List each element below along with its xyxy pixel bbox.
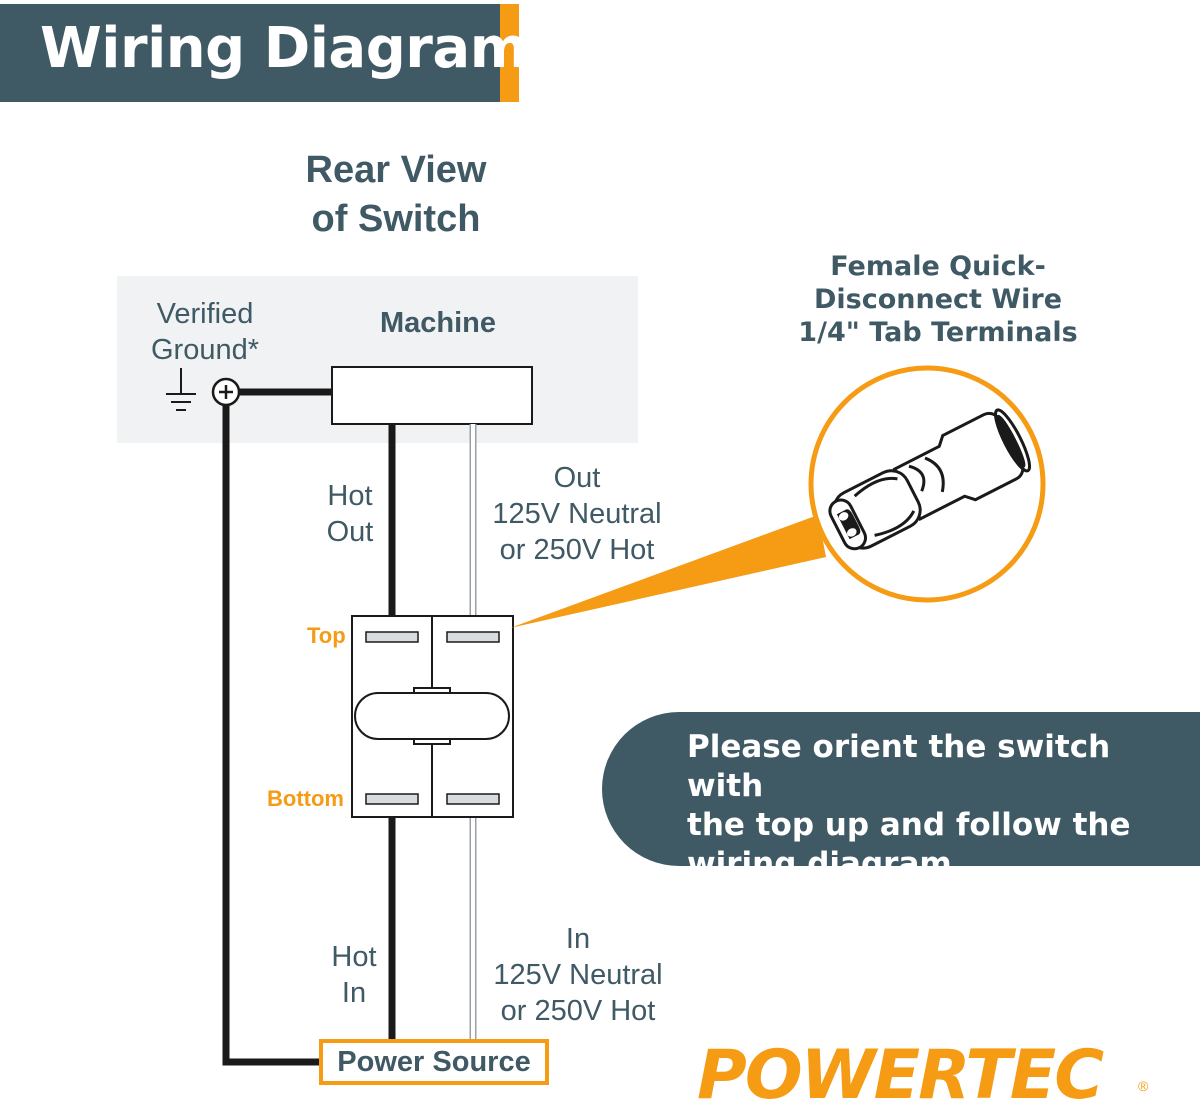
- in-line1: In: [565, 923, 591, 955]
- instruction-note: [602, 712, 1200, 866]
- terminal-bottom-right: [446, 793, 500, 805]
- registered-mark: ®: [1138, 1078, 1149, 1094]
- ground-screw-icon: [211, 377, 241, 407]
- quick-disconnect-terminal-icon: [828, 408, 1032, 551]
- out-line3: or 250V Hot: [499, 534, 655, 566]
- verified-ground-label: Verified Ground*: [140, 296, 270, 368]
- note-line2: the top up and follow the: [687, 807, 1131, 843]
- in-line3: or 250V Hot: [500, 995, 656, 1027]
- verified-ground-line2: Ground*: [150, 334, 259, 366]
- page-title: Wiring Diagram: [40, 16, 528, 81]
- terminal-top-left: [365, 631, 419, 643]
- terminal-title-line3: 1/4" Tab Terminals: [798, 317, 1078, 348]
- hot-out-line1: Hot: [327, 480, 373, 512]
- terminal-top-right: [446, 631, 500, 643]
- callout-wedge: [510, 515, 826, 628]
- terminal-title-line1: Female Quick-: [830, 251, 1046, 282]
- machine-box: [331, 366, 533, 425]
- hot-in-line1: Hot: [331, 941, 377, 973]
- out-line2: 125V Neutral: [492, 498, 662, 530]
- note-line1: Please orient the switch with: [687, 729, 1111, 804]
- switch-rocker: [354, 692, 510, 740]
- in-line2: 125V Neutral: [493, 959, 663, 991]
- ground-wire: [222, 392, 322, 1066]
- header-bar: [0, 4, 500, 102]
- hot-in-label: Hot In: [318, 939, 390, 1011]
- machine-label: Machine: [379, 307, 497, 339]
- hot-out-label: Hot Out: [315, 478, 385, 550]
- diagram-heading-line1: Rear View: [305, 149, 487, 191]
- ground-symbol-icon: [166, 368, 196, 411]
- note-line3: wiring diagram: [687, 846, 952, 882]
- terminal-bottom-left: [365, 793, 419, 805]
- power-source-box: Power Source: [319, 1039, 549, 1085]
- power-source-label: Power Source: [337, 1046, 531, 1078]
- diagram-heading: Rear View of Switch: [290, 146, 502, 244]
- instruction-note-text: Please orient the switch with the top up…: [687, 728, 1187, 884]
- hot-in-line2: In: [341, 977, 367, 1009]
- bottom-label: Bottom: [267, 786, 344, 811]
- out-neutral-label: Out 125V Neutral or 250V Hot: [487, 460, 667, 568]
- terminal-title: Female Quick- Disconnect Wire 1/4" Tab T…: [790, 250, 1086, 349]
- powertec-logo: POWERTEC: [697, 1036, 1104, 1115]
- top-label: Top: [307, 623, 346, 648]
- diagram-heading-line2: of Switch: [311, 198, 481, 240]
- hot-out-line2: Out: [326, 516, 374, 548]
- out-line1: Out: [553, 462, 601, 494]
- header-accent-stripe: [500, 4, 519, 102]
- terminal-title-line2: Disconnect Wire: [813, 284, 1063, 315]
- verified-ground-line1: Verified: [156, 298, 254, 330]
- in-neutral-label: In 125V Neutral or 250V Hot: [488, 921, 668, 1029]
